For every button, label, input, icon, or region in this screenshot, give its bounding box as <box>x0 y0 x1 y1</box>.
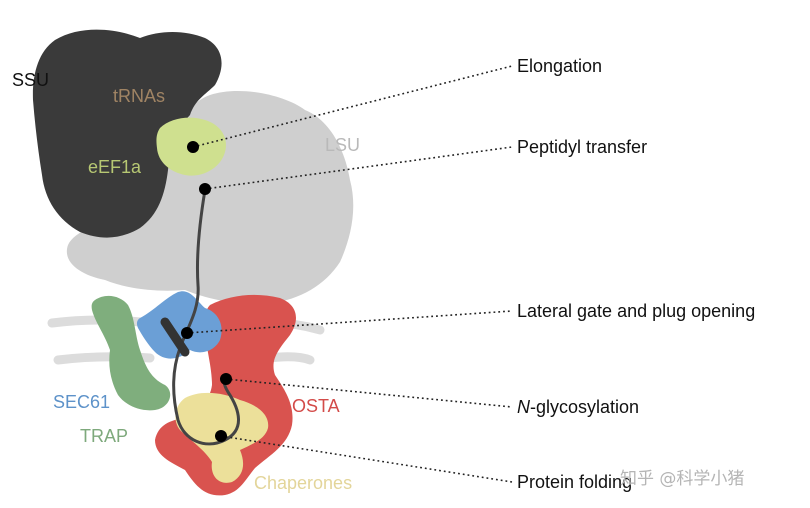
lsu-label: LSU <box>325 135 361 155</box>
glycosylation-text: -glycosylation <box>530 397 640 417</box>
lsu-shape <box>66 90 354 304</box>
eef1a-label: eEF1a <box>88 157 142 177</box>
trap-label: TRAP <box>80 426 129 446</box>
process-lateral-gate: Lateral gate and plug opening <box>517 301 756 321</box>
chaperones-label: Chaperones <box>254 473 353 493</box>
process-elongation: Elongation <box>517 56 603 76</box>
ssu-label: SSU <box>12 70 50 90</box>
n-italic: N <box>517 397 530 417</box>
sec61-shape <box>136 291 222 359</box>
process-n-glycosylation: N-glycosylation <box>517 397 639 418</box>
process-dots <box>181 141 232 442</box>
process-peptidyl-transfer: Peptidyl transfer <box>517 137 648 157</box>
leader-lines <box>186 65 513 483</box>
trnas-label: tRNAs <box>113 86 166 106</box>
watermark: 知乎 @科学小猪 <box>620 469 745 489</box>
osta-label: OSTA <box>292 396 340 416</box>
process-protein-folding: Protein folding <box>517 472 633 492</box>
trap-shape <box>91 295 171 411</box>
ssu-shape <box>32 29 222 238</box>
nascent-chain <box>160 188 240 446</box>
sec61-label: SEC61 <box>53 392 111 412</box>
